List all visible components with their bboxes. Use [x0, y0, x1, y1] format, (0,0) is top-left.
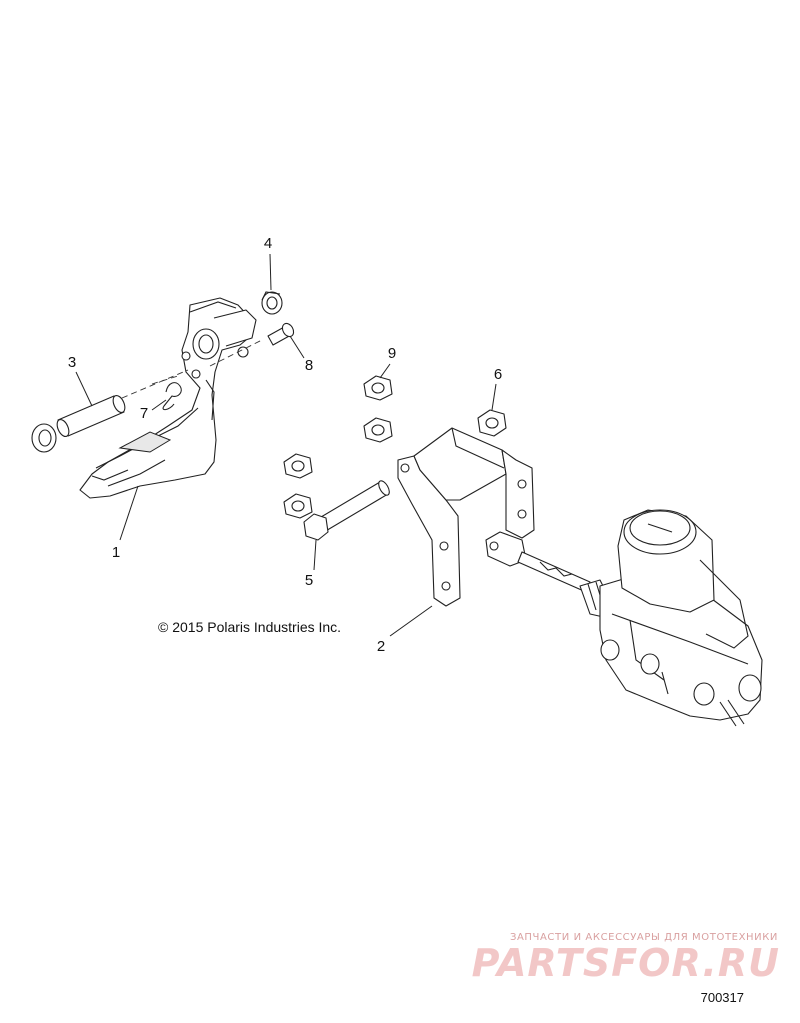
master-cylinder-part [485, 509, 763, 727]
callout-7: 7 [140, 405, 148, 422]
leader-line-1 [119, 485, 139, 541]
callout-1: 1 [112, 544, 120, 561]
callout-5: 5 [305, 572, 313, 589]
bolt-part [303, 480, 390, 541]
flange-nut-part [283, 453, 313, 479]
leader-line-8 [289, 335, 305, 359]
leader-line-7 [151, 399, 167, 411]
pivot-pin-part [267, 322, 295, 346]
callout-3: 3 [68, 354, 76, 371]
callout-4: 4 [264, 235, 272, 252]
leader-line-3 [75, 371, 93, 407]
flanged-bushing-part [261, 291, 283, 315]
leader-line-2 [389, 605, 433, 637]
flange-nut-part [363, 375, 393, 401]
assembly-line [121, 369, 189, 399]
figure-number: 700317 [701, 990, 744, 1005]
hex-nut-part [477, 409, 507, 437]
watermark-tagline: ЗАПЧАСТИ И АКСЕССУАРЫ ДЛЯ МОТОТЕХНИКИ [510, 932, 778, 943]
leader-line-6 [491, 383, 497, 411]
mounting-bracket-part [397, 427, 535, 607]
callout-6: 6 [494, 366, 502, 383]
clip-part [162, 382, 182, 411]
callout-9: 9 [388, 345, 396, 362]
brake-pedal-part [79, 297, 257, 499]
flange-nut-part [283, 493, 313, 519]
callout-2: 2 [377, 638, 385, 655]
callout-8: 8 [305, 357, 313, 374]
leader-line-4 [269, 253, 272, 291]
bushing-sleeve-part [31, 394, 126, 453]
watermark-brand: PARTSFOR.RU [472, 941, 780, 985]
flange-nut-part [363, 417, 393, 443]
leader-line-9 [379, 363, 391, 379]
leader-line-5 [313, 539, 317, 571]
copyright-text: © 2015 Polaris Industries Inc. [158, 619, 341, 635]
assembly-line [151, 375, 179, 385]
